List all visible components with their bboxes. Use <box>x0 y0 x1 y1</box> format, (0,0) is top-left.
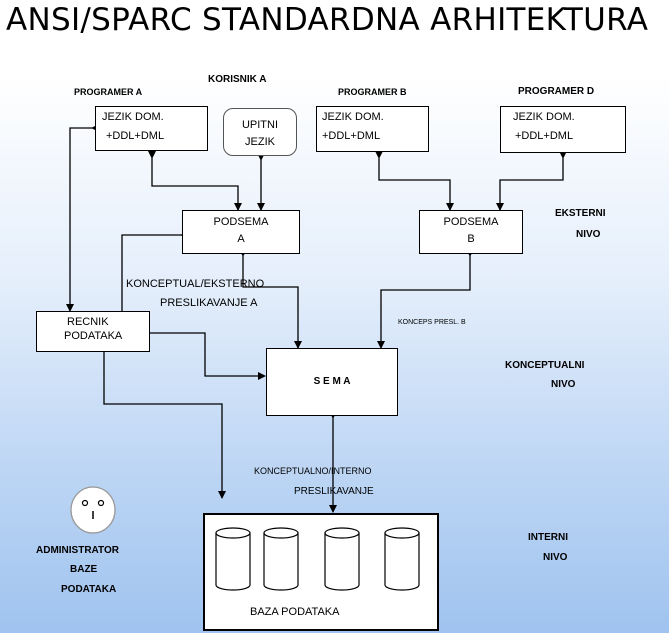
external-level-label-2: NIVO <box>576 229 601 240</box>
subschema-a-line1: PODSEMA <box>213 216 269 228</box>
subschema-b-line1: PODSEMA <box>443 216 499 228</box>
programmer-a-label: PROGRAMER A <box>74 87 143 97</box>
subschema-a-line2: A <box>237 233 245 245</box>
programmer-b-label: PROGRAMER B <box>338 87 407 97</box>
schema-box: S E M A <box>266 348 398 416</box>
storage-cylinder-icon <box>263 527 299 591</box>
administrator-face-icon <box>70 486 116 534</box>
host-language-box-a: JEZIK DOM. +DDL+DML <box>95 106 208 151</box>
user-a-label: KORISNIK A <box>208 74 267 85</box>
host-language-b-line2: +DDL+DML <box>322 130 381 142</box>
database-box: BAZA PODATAKA <box>203 513 439 631</box>
subschema-a-box: PODSEMA A <box>182 210 300 254</box>
storage-cylinder-icon <box>324 527 360 591</box>
database-label: BAZA PODATAKA <box>250 606 340 618</box>
conceptual-level-label-1: KONCEPTUALNI <box>505 360 585 371</box>
internal-level-label-2: NIVO <box>543 552 568 563</box>
host-language-box-d: JEZIK DOM. +DDL+DML <box>500 106 626 153</box>
data-dictionary-line1: RECNIK <box>67 316 109 328</box>
subschema-b-line2: B <box>467 233 475 245</box>
internal-level-label-1: INTERNI <box>528 532 568 543</box>
host-language-b-line1: JEZIK DOM. <box>322 111 384 123</box>
query-language-box: UPITNI JEZIK <box>223 108 297 156</box>
host-language-box-b: JEZIK DOM. +DDL+DML <box>316 106 429 152</box>
internal-mapping-line1: KONCEPTUALNO/INTERNO <box>254 466 372 476</box>
host-language-d-line1: JEZIK DOM. <box>513 111 575 123</box>
data-dictionary-line2: PODATAKA <box>64 330 123 342</box>
conceptual-level-label-2: NIVO <box>551 379 576 390</box>
data-dictionary-box: RECNIK PODATAKA <box>36 311 150 352</box>
host-language-a-line2: +DDL+DML <box>106 130 165 142</box>
external-level-label-1: EKSTERNI <box>555 208 606 219</box>
external-mapping-a-line1: KONCEPTUAL/EKSTERNO <box>126 278 265 290</box>
storage-cylinders <box>215 527 420 591</box>
programmer-d-label: PROGRAMER D <box>518 86 595 97</box>
host-language-d-line2: +DDL+DML <box>515 130 574 142</box>
external-mapping-b-label: KONCEPS PRESL. B <box>398 319 466 326</box>
diagram-title: ANSI/SPARC STANDARDNA ARHITEKTURA <box>6 2 649 38</box>
admin-label-line1: ADMINISTRATOR <box>36 545 119 556</box>
storage-cylinder-icon <box>215 527 251 591</box>
host-language-a-line1: JEZIK DOM. <box>102 111 164 123</box>
subschema-b-box: PODSEMA B <box>419 210 523 254</box>
internal-mapping-line2: PRESLIKAVANJE <box>294 486 374 497</box>
admin-label-line3: PODATAKA <box>61 584 117 595</box>
admin-label-line2: BAZE <box>70 564 98 575</box>
storage-cylinder-icon <box>384 527 420 591</box>
query-language-line1: UPITNI <box>241 119 279 131</box>
external-mapping-a-line2: PRESLIKAVANJE A <box>160 297 258 309</box>
query-language-line2: JEZIK <box>245 136 275 148</box>
